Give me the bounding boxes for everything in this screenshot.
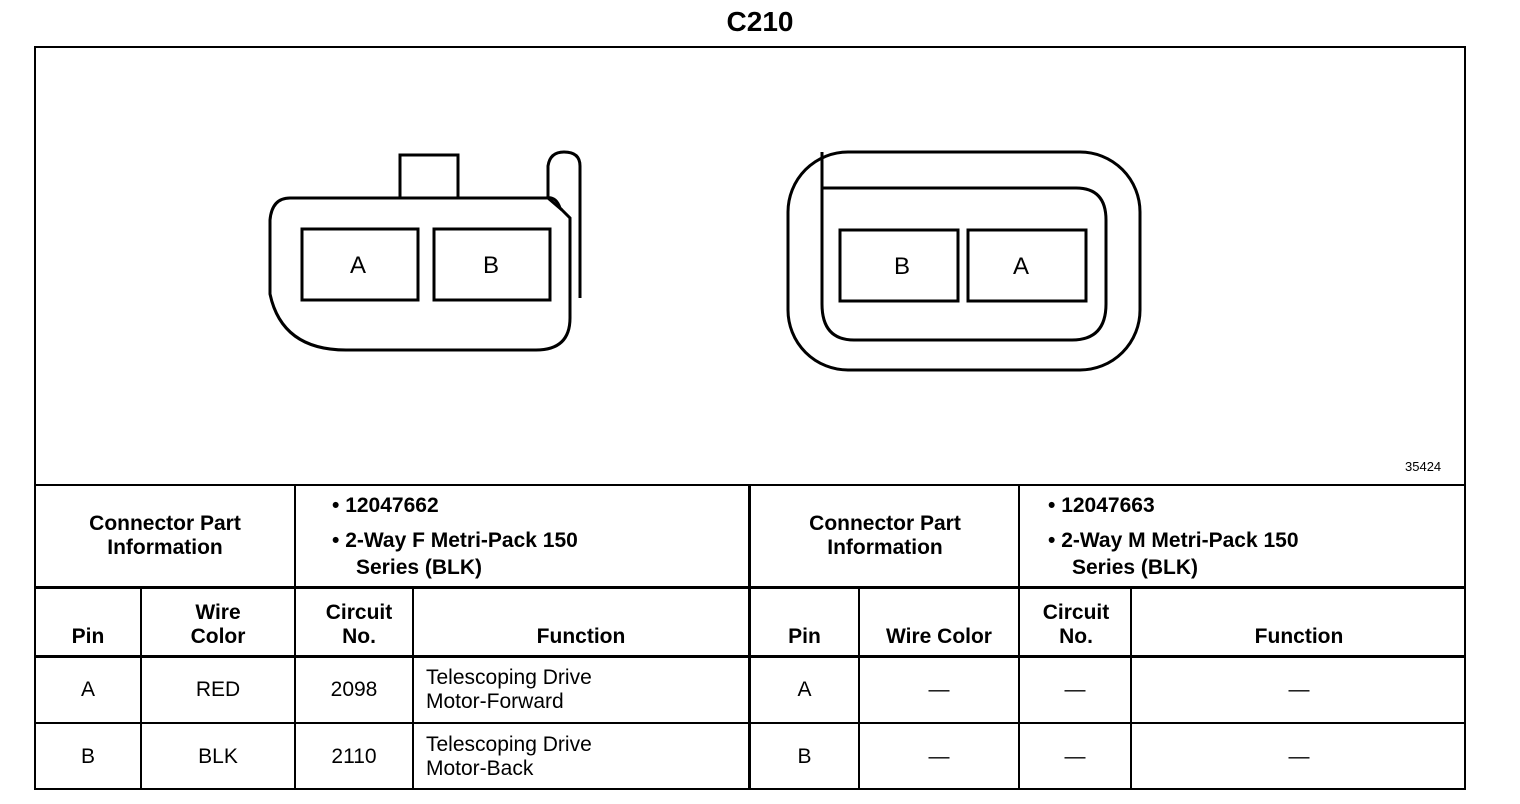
left-row-b-wire-color: BLK [198,745,238,768]
right-row-a-circuit: — [1064,678,1086,701]
left-row-a-function: Telescoping Drive Motor-Forward [426,666,592,713]
left-header-wire-color: Wire Color [190,601,246,648]
female-pin-a-cavity [300,227,420,302]
left-row-b-pin: B [80,745,95,768]
right-part-number: 12047663 [1032,492,1452,519]
left-row-a-pin: A [80,678,95,701]
right-part-description: 2-Way M Metri-Pack 150 Series (BLK) [1032,527,1332,581]
right-part-info-list: 12047663 2-Way M Metri-Pack 150 Series (… [1032,492,1452,581]
left-row-a-wire-color: RED [195,678,241,701]
left-row-b-function: Telescoping Drive Motor-Back [426,733,592,780]
male-connector-shape [786,150,1142,372]
female-connector-shape [268,150,582,352]
right-header-function: Function [1254,625,1344,648]
right-part-info-label: Connector Part Information [809,512,961,559]
right-row-a-pin: A [797,678,812,701]
right-row-b-function: — [1288,745,1310,768]
left-header-circuit: Circuit No. [325,601,393,648]
female-pin-b-cavity [432,227,552,302]
left-header-function: Function [536,625,626,648]
left-row-b-circuit: 2110 [331,745,377,768]
right-row-b-pin: B [797,745,812,768]
connector-title: C210 [726,6,794,37]
female-pin-a-label: A [350,252,366,279]
figure-id: 35424 [1405,459,1442,474]
right-row-a-function: — [1288,678,1310,701]
right-header-circuit: Circuit No. [1042,601,1110,648]
right-header-pin: Pin [788,625,821,648]
left-part-info-list: 12047662 2-Way F Metri-Pack 150 Series (… [316,492,736,581]
right-header-wire-color: Wire Color [886,625,992,648]
left-row-a-circuit: 2098 [330,678,378,701]
male-pin-a-cavity [966,228,1088,303]
left-part-number: 12047662 [316,492,736,519]
right-row-b-circuit: — [1064,745,1086,768]
male-pin-b-label: B [894,253,910,280]
left-part-info-label: Connector Part Information [89,512,241,559]
male-pin-b-cavity [838,228,960,303]
female-pin-b-label: B [483,252,499,279]
right-row-a-wire-color: — [928,678,950,701]
left-part-description: 2-Way F Metri-Pack 150 Series (BLK) [316,527,616,581]
right-row-b-wire-color: — [928,745,950,768]
left-header-pin: Pin [71,625,105,648]
male-pin-a-label: A [1013,253,1029,280]
connector-figure: A B B A [268,150,1142,372]
